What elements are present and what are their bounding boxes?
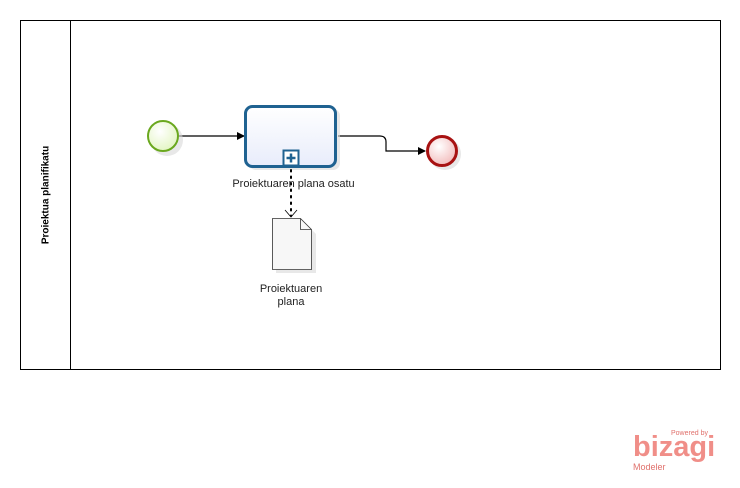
collapsed-subprocess-plus-icon[interactable] bbox=[282, 149, 300, 167]
data-object-label-line2: plana bbox=[277, 296, 305, 308]
task-proiektuaren-plana-osatu[interactable] bbox=[244, 105, 341, 171]
pool[interactable] bbox=[20, 20, 721, 370]
association-arrowhead bbox=[284, 209, 298, 218]
data-object[interactable] bbox=[272, 218, 317, 274]
lane-label: Proiektua planifikatu bbox=[40, 145, 52, 245]
task-label: Proiektuaren plana osatu bbox=[232, 178, 355, 190]
data-object-label-line1: Proiektuaren bbox=[259, 283, 323, 295]
watermark-modeler: Modeler bbox=[633, 462, 666, 472]
end-event[interactable] bbox=[426, 135, 462, 171]
watermark-powered-by: Powered by bbox=[671, 430, 708, 437]
watermark-logo: bizagi bbox=[633, 431, 716, 463]
sequence-flow-task-end[interactable] bbox=[338, 135, 426, 155]
start-event[interactable] bbox=[147, 120, 183, 156]
